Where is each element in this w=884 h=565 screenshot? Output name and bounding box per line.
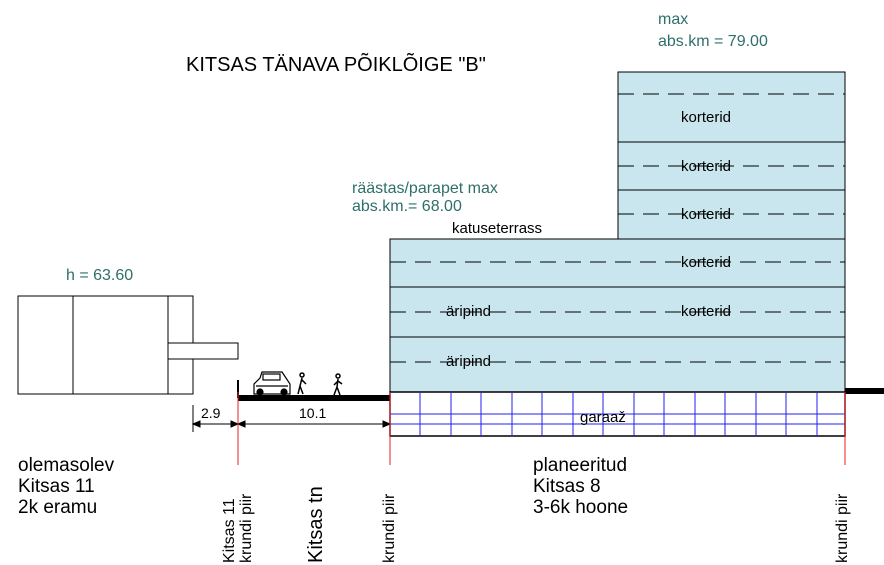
existing-building-line2: Kitsas 11 (18, 476, 95, 497)
existing-building-line3: 2k eramu (18, 497, 98, 518)
left-boundary-label-line1: Kitsas 11 (221, 498, 238, 563)
terrace-label: katuseterrass (452, 220, 543, 237)
max-height-note-line2: abs.km = 79.00 (658, 33, 768, 50)
street-name-label: Kitsas tn (305, 486, 327, 563)
apartment-label: korterid (681, 206, 732, 223)
existing-height-label: h = 63.60 (66, 267, 134, 284)
garage-grid (389, 391, 846, 437)
property-boundaries (237, 392, 846, 465)
planned-building-line3: 3-6k hoone (533, 497, 629, 518)
retail-label: äripind (446, 353, 492, 370)
pedestrian-icon (333, 373, 343, 396)
dimension-lines (191, 405, 392, 432)
dimension-value-10-1: 10.1 (299, 405, 327, 421)
apartment-label: korterid (681, 158, 732, 175)
existing-building-line1: olemasolev (18, 455, 115, 476)
car-icon (253, 371, 291, 396)
dimension-value-2-9: 2.9 (201, 405, 221, 421)
middle-boundary-label: krundi piir (381, 493, 398, 563)
right-boundary-label: krundi piir (834, 493, 851, 563)
pedestrian-icon (297, 372, 307, 395)
retail-label: äripind (446, 303, 492, 320)
max-height-note-line1: max (658, 11, 689, 28)
parapet-note-line1: räästas/parapet max (352, 180, 498, 197)
apartment-label: korterid (681, 254, 732, 271)
apartment-label: korterid (681, 303, 732, 320)
parapet-note-line2: abs.km.= 68.00 (352, 198, 462, 215)
existing-house (17, 295, 239, 395)
drawing-title: KITSAS TÄNAVA PÕIKLÕIGE "B" (186, 54, 486, 76)
planned-building-line1: planeeritud (533, 455, 628, 476)
left-boundary-label-line2: krundi piir (238, 493, 255, 563)
apartment-label: korterid (681, 109, 732, 126)
garage-label: garaaž (580, 409, 626, 426)
planned-building-line2: Kitsas 8 (533, 476, 601, 497)
